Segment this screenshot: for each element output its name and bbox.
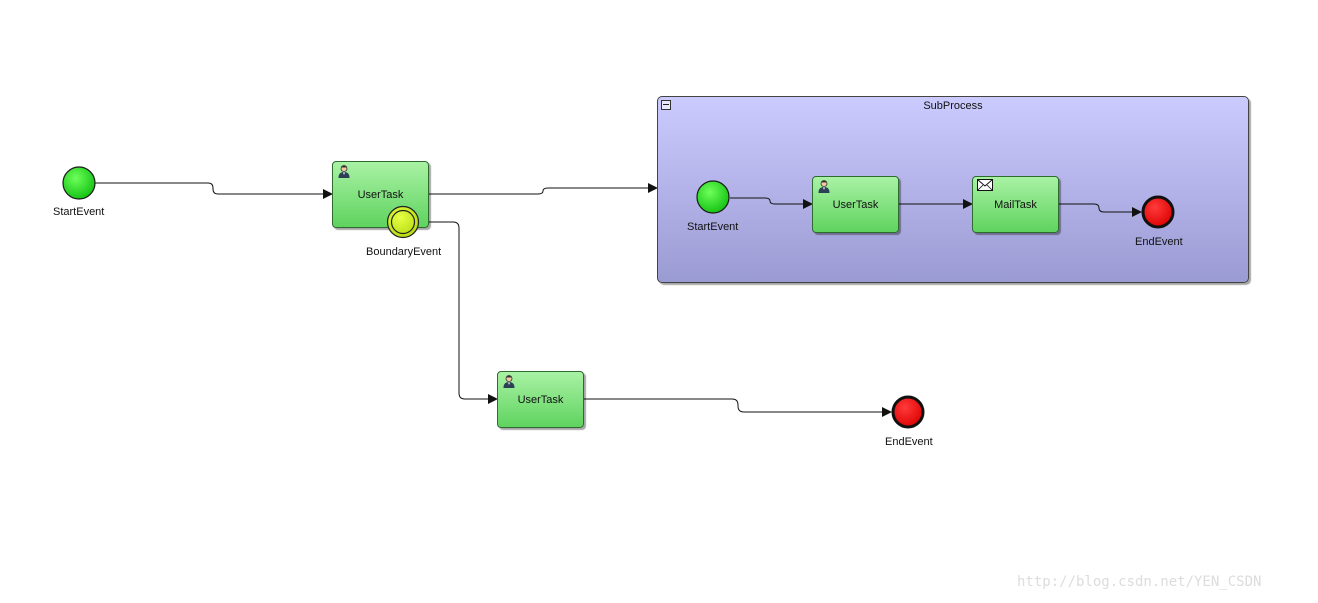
end-event-label: EndEvent: [885, 436, 933, 448]
collapse-icon[interactable]: [661, 100, 671, 110]
user-task-1-label: UserTask: [357, 188, 404, 201]
user-task-2-label: UserTask: [517, 393, 564, 406]
envelope-icon: [977, 179, 993, 191]
sp-start-event-label: StartEvent: [687, 221, 739, 233]
flow-usertask-to-subprocess[interactable]: [428, 183, 658, 195]
user-icon: [338, 165, 350, 178]
flow-start-to-usertask[interactable]: [95, 182, 333, 199]
end-event[interactable]: [891, 395, 925, 429]
flow-usertask-to-endevent[interactable]: [582, 398, 892, 417]
sp-end-event[interactable]: [1141, 195, 1175, 229]
flow-boundary-to-usertask[interactable]: [418, 221, 498, 404]
start-event-label: StartEvent: [53, 206, 105, 218]
sp-end-event-label: EndEvent: [1135, 236, 1183, 248]
sp-start-event[interactable]: [696, 180, 730, 214]
boundary-event-label: BoundaryEvent: [366, 246, 442, 258]
boundary-event[interactable]: [386, 205, 420, 239]
subprocess-title: SubProcess: [923, 100, 983, 112]
user-icon: [503, 375, 515, 388]
user-icon: [818, 180, 830, 193]
start-event[interactable]: [62, 166, 96, 200]
sp-user-task[interactable]: UserTask: [812, 176, 899, 233]
user-task-2[interactable]: UserTask: [497, 371, 584, 428]
sp-user-task-label: UserTask: [832, 198, 879, 211]
sp-mail-task-label: MailTask: [994, 198, 1037, 211]
subprocess[interactable]: SubProcess: [657, 96, 1249, 283]
sp-mail-task[interactable]: MailTask: [972, 176, 1059, 233]
watermark: http://blog.csdn.net/YEN_CSDN: [1017, 574, 1262, 590]
